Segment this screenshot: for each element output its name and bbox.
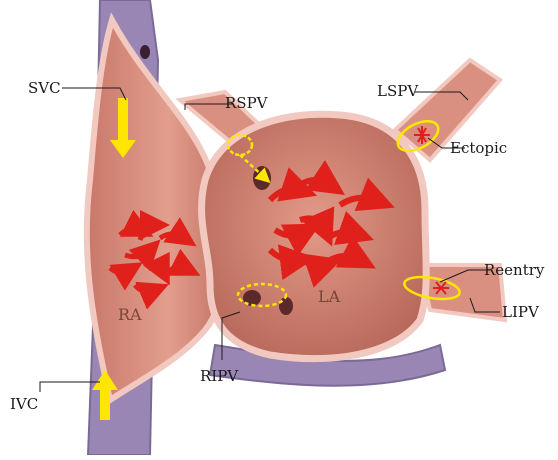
svc-ostium bbox=[140, 45, 150, 59]
rspv-label: RSPV bbox=[225, 94, 269, 112]
svc-label: SVC bbox=[28, 79, 61, 97]
lspv-label: LSPV bbox=[377, 82, 419, 100]
left-atrium-chamber bbox=[202, 114, 427, 358]
ripv-ostium-2 bbox=[279, 297, 293, 315]
ivc-label: IVC bbox=[10, 395, 38, 413]
la-label: LA bbox=[318, 287, 341, 306]
ra-label: RA bbox=[118, 305, 142, 324]
lipv-label: LIPV bbox=[502, 303, 540, 321]
ectopic-label: Ectopic bbox=[450, 139, 507, 157]
ripv-label: RIPV bbox=[200, 367, 239, 385]
reentry-label: Reentry bbox=[484, 261, 545, 279]
